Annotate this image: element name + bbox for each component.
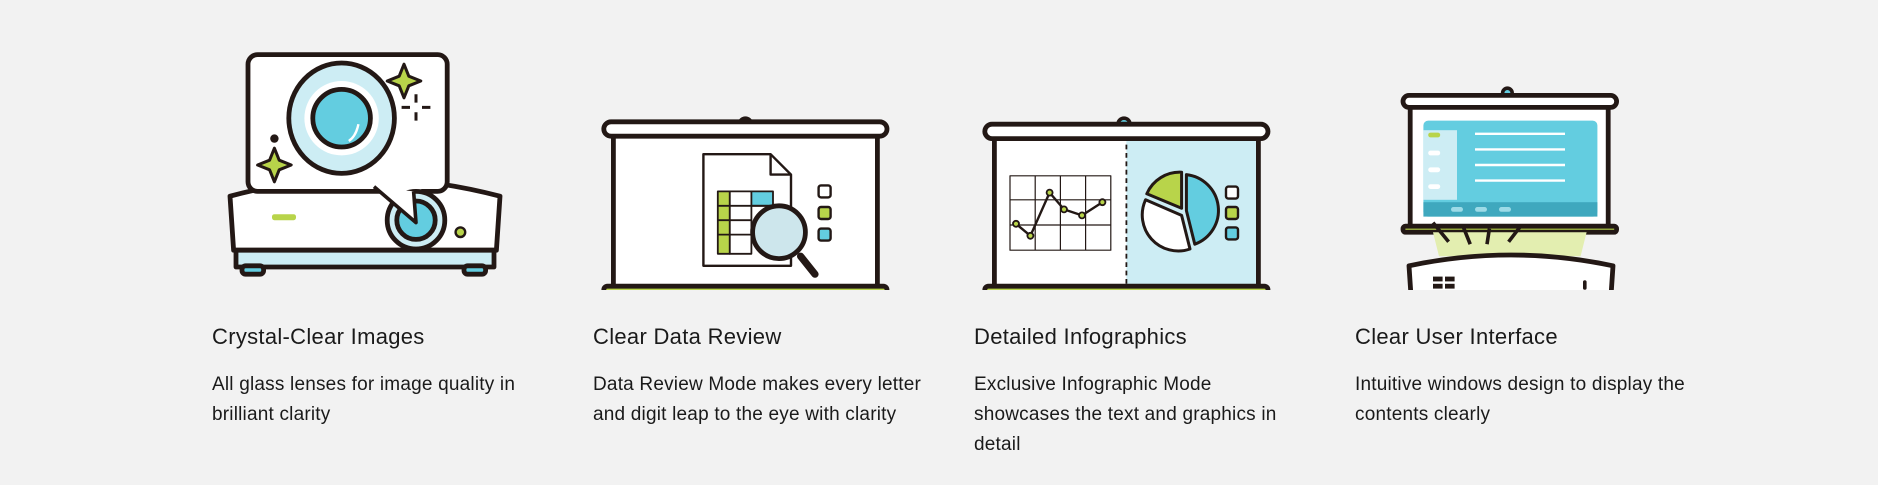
feature-title: Crystal-Clear Images: [212, 324, 425, 349]
feature-crystal-clear: Crystal-Clear Images All glass lenses fo…: [212, 0, 572, 485]
feature-description: Data Review Mode makes every letter and …: [593, 374, 922, 425]
projector-lens-icon: [227, 52, 503, 277]
screen-chart-icon: [982, 116, 1271, 290]
projector-screen-ui-icon: [1400, 86, 1619, 290]
feature-title: Clear User Interface: [1355, 324, 1558, 349]
feature-description: Exclusive Infographic Mode showcases the…: [974, 374, 1277, 455]
feature-clear-data-review: Clear Data Review Data Review Mode makes…: [593, 0, 953, 485]
feature-description: All glass lenses for image quality in br…: [212, 374, 516, 425]
feature-description: Intuitive windows design to display the …: [1355, 374, 1685, 425]
feature-detailed-infographics: Detailed Infographics Exclusive Infograp…: [974, 0, 1334, 485]
feature-title: Clear Data Review: [593, 324, 782, 349]
feature-title: Detailed Infographics: [974, 324, 1187, 349]
feature-clear-user-interface: Clear User Interface Intuitive windows d…: [1355, 0, 1715, 485]
screen-spreadsheet-magnifier-icon: [601, 116, 890, 290]
